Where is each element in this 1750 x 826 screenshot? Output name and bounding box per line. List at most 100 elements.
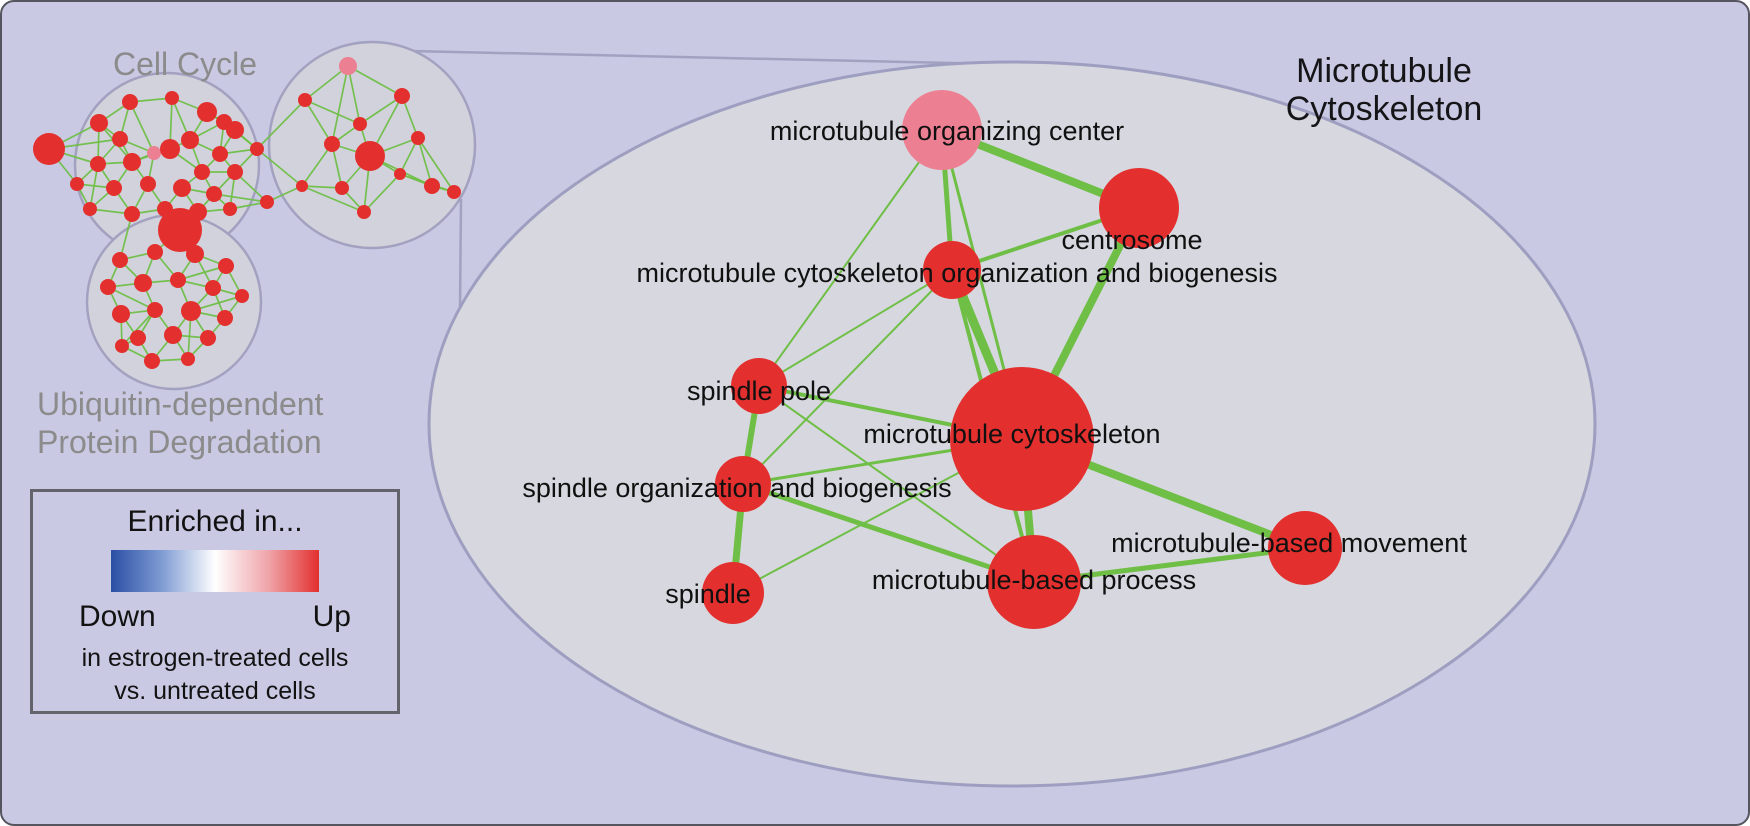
overview-node	[205, 280, 221, 296]
overview-edge	[347, 65, 403, 97]
overview-node	[144, 353, 160, 369]
legend-caption-line1: in estrogen-treated cells	[81, 644, 349, 672]
node-label-moc: microtubule organizing center	[770, 116, 1124, 146]
node-label-spindle_pole: spindle pole	[687, 376, 831, 406]
node-label-mt_movement: microtubule-based movement	[1111, 528, 1467, 558]
overview-node	[147, 146, 161, 160]
overview-node	[124, 206, 140, 222]
legend-caption-line2: vs. untreated cells	[114, 677, 316, 705]
overview-node	[181, 352, 195, 366]
overview-edge	[417, 137, 433, 187]
overview-node	[112, 305, 130, 323]
edge-spindle_pole--mt_process	[758, 385, 1035, 583]
node-mt_movement	[1268, 511, 1342, 585]
legend-title: Enriched in...	[127, 505, 303, 538]
edge-moc--spindle_pole	[758, 129, 943, 387]
overview-node	[33, 133, 65, 165]
overview-node	[447, 185, 461, 199]
node-label-mt_org: microtubule cytoskeleton organization an…	[637, 258, 1278, 288]
legend-box: Enriched in... Down Up in estrogen-treat…	[30, 489, 400, 714]
node-label-mt_process: microtubule-based process	[872, 565, 1196, 595]
node-mt_cyto	[950, 367, 1094, 511]
overview-edge	[107, 286, 156, 311]
overview-edge	[347, 65, 361, 125]
zoom-cluster-title-line2: Cytoskeleton	[1286, 90, 1483, 128]
node-centrosome	[1099, 168, 1179, 248]
legend-up-label: Up	[312, 600, 351, 633]
magnifier-line	[409, 49, 998, 66]
node-label-spindle: spindle	[665, 579, 751, 609]
overview-node	[206, 186, 222, 202]
overview-node	[100, 279, 116, 295]
overview-node	[147, 302, 163, 318]
overview-node	[70, 177, 84, 191]
zoom-cluster-title-line1: Microtubule	[1296, 52, 1472, 90]
edge-mt_org--spindle_pole	[758, 269, 953, 387]
overview-node	[140, 176, 156, 192]
overview-node	[181, 301, 201, 321]
overview-node	[355, 141, 385, 171]
overview-node	[353, 117, 367, 131]
overview-edge	[121, 309, 156, 347]
ubiquitin-cluster-label-line2: Protein Degradation	[37, 424, 322, 460]
overview-node	[216, 114, 232, 130]
overview-node	[186, 245, 204, 263]
node-mt_org	[923, 241, 981, 299]
overview-node	[194, 164, 210, 180]
overview-node	[335, 181, 349, 195]
overview-edge	[301, 185, 365, 213]
overview-node	[260, 195, 274, 209]
overview-edge	[417, 137, 455, 193]
overview-node	[217, 310, 233, 326]
overview-node	[90, 114, 108, 132]
edge-mt_org--spindle_org	[742, 269, 953, 485]
cell-cycle-cluster-label: Cell Cycle	[113, 46, 257, 82]
overview-edge	[304, 99, 333, 145]
legend-down-label: Down	[79, 600, 156, 633]
overview-node	[212, 146, 228, 162]
overview-node	[298, 93, 312, 107]
overview-node	[250, 142, 264, 156]
overview-node	[123, 153, 141, 171]
overview-node	[170, 272, 186, 288]
overview-network	[33, 40, 477, 391]
edge-spindle_org--mt_process	[740, 481, 1037, 585]
node-label-mt_cyto: microtubule cytoskeleton	[863, 419, 1160, 449]
overview-node	[394, 168, 406, 180]
overview-node	[83, 202, 97, 216]
overview-node	[158, 208, 202, 252]
overview-edge	[359, 95, 403, 125]
overview-edge	[363, 173, 401, 213]
overview-node	[424, 178, 440, 194]
overview-node	[197, 102, 217, 122]
overview-node	[90, 156, 106, 172]
overview-edge	[304, 99, 361, 125]
overview-node	[134, 274, 152, 292]
overview-node	[218, 258, 234, 274]
overview-edge	[129, 101, 155, 154]
overview-edge	[213, 193, 268, 203]
overview-edge	[331, 65, 349, 145]
zoomed-network: microtubule organizing centercentrosomem…	[427, 60, 1597, 788]
overview-node	[173, 179, 191, 197]
overview-node	[394, 88, 410, 104]
overview-node	[112, 131, 128, 147]
overview-edge	[301, 143, 333, 187]
overview-node	[165, 91, 179, 105]
overview-node	[115, 339, 129, 353]
node-mt_process	[987, 535, 1081, 629]
overview-node	[147, 244, 163, 260]
overview-node	[106, 180, 122, 196]
ubiquitin-cluster-label-line1: Ubiquitin-dependent	[37, 386, 324, 422]
overview-edge	[304, 65, 349, 101]
node-spindle	[702, 562, 764, 624]
overview-node	[227, 164, 243, 180]
overview-node	[200, 330, 216, 346]
node-label-spindle_org: spindle organization and biogenesis	[522, 473, 951, 503]
overview-node	[235, 289, 249, 303]
overview-node	[296, 180, 308, 192]
overview-edge	[256, 148, 303, 187]
overview-node	[223, 202, 237, 216]
